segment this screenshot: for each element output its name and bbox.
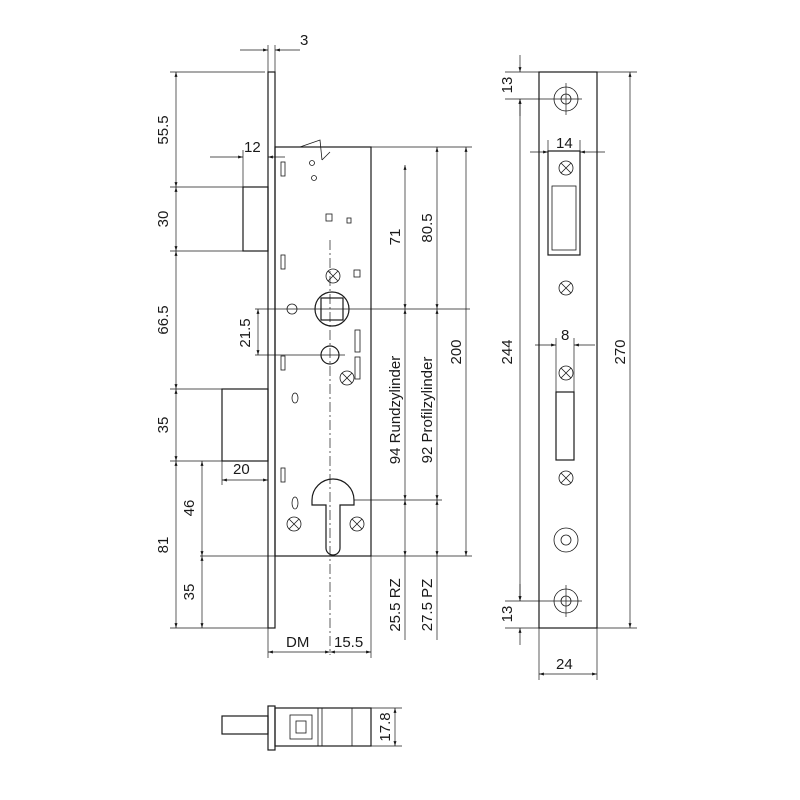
dim-pz: 27.5 PZ bbox=[419, 579, 436, 632]
fixing-hole bbox=[550, 585, 582, 617]
dim-latch-protrusion: 20 bbox=[233, 461, 250, 478]
dim-strike-top: 13 bbox=[499, 77, 516, 94]
screw-icon bbox=[339, 370, 355, 386]
lock-case bbox=[274, 146, 372, 557]
screw-icon bbox=[558, 365, 574, 381]
small-slot bbox=[325, 213, 333, 222]
dim-to-bolt: 55.5 bbox=[155, 115, 172, 144]
dim-bolt-depth: 17.8 bbox=[377, 712, 394, 741]
dim-lower-bottom: 35 bbox=[181, 584, 198, 601]
small-slot bbox=[346, 217, 352, 224]
dim-handle-offset: 21.5 bbox=[237, 318, 254, 347]
slot bbox=[280, 254, 286, 270]
dim-hole-span: 244 bbox=[499, 339, 516, 364]
dim-top-to-follower: 71 bbox=[387, 229, 404, 246]
fixing-hole bbox=[550, 83, 582, 115]
dim-bolt-height: 30 bbox=[155, 211, 172, 228]
dim-strike-bottom: 13 bbox=[499, 606, 516, 623]
case-hole bbox=[291, 392, 299, 404]
bottom-view: 17.8 bbox=[221, 705, 402, 751]
bottom-latch bbox=[221, 715, 269, 735]
top-bracket bbox=[299, 139, 331, 161]
front-faceplate bbox=[538, 71, 598, 629]
small-slot bbox=[353, 269, 361, 278]
bottom-case bbox=[274, 707, 372, 747]
deadbolt bbox=[242, 186, 269, 252]
side-view: 55.5 30 66.5 35 81 46 35 3 12 20 21.5 bbox=[155, 32, 472, 658]
dim-bolt-window: 14 bbox=[556, 135, 573, 152]
dim-top-to-follower-2: 80.5 bbox=[419, 213, 436, 242]
screw-icon bbox=[325, 268, 341, 284]
dim-lower-mid: 46 bbox=[181, 500, 198, 517]
screw-icon bbox=[558, 160, 574, 176]
case-hole bbox=[291, 496, 299, 510]
dim-latch-window: 8 bbox=[561, 327, 569, 344]
dim-backset-offset: 15.5 bbox=[334, 634, 363, 651]
latch-window bbox=[555, 391, 575, 461]
dim-rundzylinder: 94 Rundzylinder bbox=[387, 356, 404, 464]
slot bbox=[354, 329, 361, 353]
case-hole bbox=[309, 160, 315, 166]
screw-icon bbox=[286, 516, 302, 532]
screw-icon bbox=[558, 470, 574, 486]
dim-plate-width: 24 bbox=[556, 656, 573, 673]
screw-icon bbox=[558, 280, 574, 296]
latch bbox=[221, 388, 269, 462]
faceplate bbox=[267, 71, 276, 629]
cylinder-cutout bbox=[311, 478, 355, 556]
dim-case-height: 200 bbox=[448, 339, 465, 364]
dim-rz: 25.5 RZ bbox=[387, 578, 404, 631]
bottom-faceplate bbox=[267, 705, 276, 751]
dim-latch-height: 35 bbox=[155, 417, 172, 434]
case-hole bbox=[311, 175, 317, 181]
dim-backset: DM bbox=[286, 634, 309, 651]
bolt-window bbox=[547, 150, 581, 256]
dim-lower-total: 81 bbox=[155, 537, 172, 554]
screw-icon bbox=[349, 516, 365, 532]
slot bbox=[280, 467, 286, 483]
dim-bolt-protrusion: 12 bbox=[244, 139, 261, 156]
fixing-hole bbox=[553, 527, 579, 553]
slot bbox=[280, 355, 286, 371]
front-view: 13 244 13 270 14 8 24 bbox=[499, 55, 637, 680]
dim-plate-length: 270 bbox=[612, 339, 629, 364]
slot bbox=[354, 356, 361, 380]
dim-profilzylinder: 92 Profilzylinder bbox=[419, 357, 436, 464]
dim-faceplate-thickness: 3 bbox=[300, 32, 308, 49]
dim-bolt-to-handle: 66.5 bbox=[155, 305, 172, 334]
slot bbox=[280, 161, 286, 177]
